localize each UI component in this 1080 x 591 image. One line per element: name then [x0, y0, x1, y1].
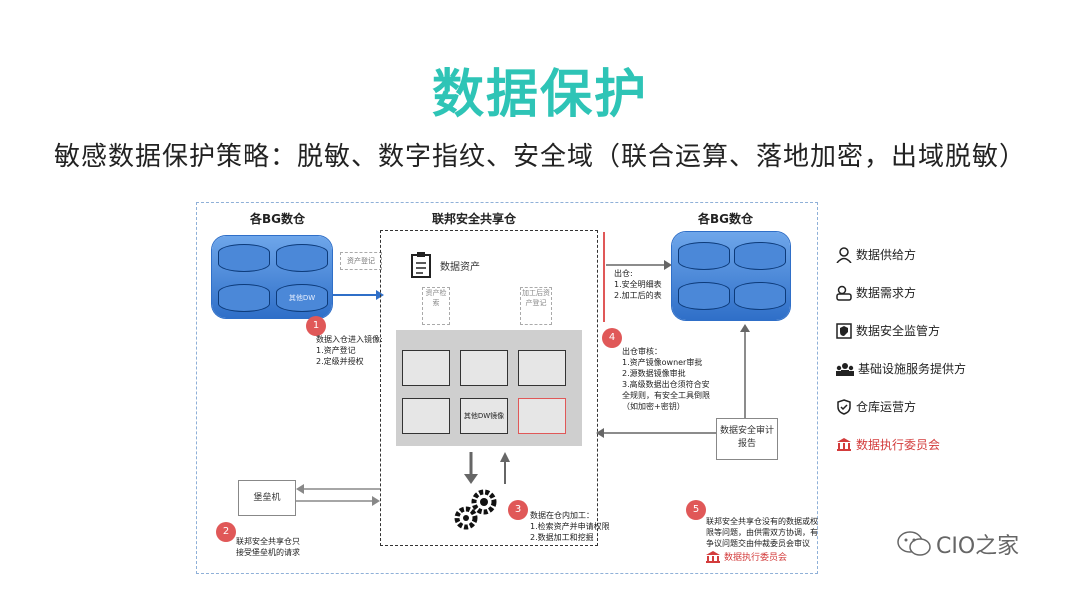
step5-note: 联邦安全共享仓没有的数据或权限等问题，由供需双方协调，有争议问题交由仲裁委员会审…: [706, 517, 818, 548]
mirror-box: [402, 398, 450, 434]
right-section-title: 各BG数仓: [698, 212, 753, 226]
step-circle: 5: [686, 500, 706, 520]
step-circle: 2: [216, 522, 236, 542]
asset-register-arrow: 资产登记: [340, 252, 382, 270]
database-icon: [678, 242, 730, 270]
center-section-title: 联邦安全共享仓: [432, 212, 517, 226]
asset-label: 数据资产: [440, 262, 480, 273]
bidirectional-arrow-icon: [296, 484, 380, 506]
arrow-left-icon: [596, 428, 716, 438]
wechat-icon: [897, 531, 931, 556]
arrow-right-icon: [332, 290, 384, 300]
legend-item: 数据供给方: [836, 246, 916, 263]
arrow-up-icon: [740, 324, 750, 418]
step-circle: 4: [602, 328, 622, 348]
database-icon: [678, 282, 730, 310]
database-icon: [734, 242, 786, 270]
left-bg-warehouse: 其他DW: [212, 236, 332, 318]
asset-search-arrow: 资产检索: [422, 287, 450, 325]
legend-item: 数据安全监管方: [836, 322, 940, 339]
committee-small-label: 数据执行委员会: [706, 550, 787, 563]
person-icon: [836, 246, 852, 263]
mirror-area: 其他DW镜像: [396, 330, 582, 446]
page-subtitle: 敏感数据保护策略：脱敏、数字指纹、安全域（联合运算、落地加密，出域脱敏）: [53, 142, 1026, 172]
diagram-frame: [196, 202, 818, 574]
federated-warehouse: [380, 230, 598, 546]
legend-item: 数据需求方: [836, 284, 916, 301]
step-circle: 3: [508, 500, 528, 520]
mirror-box: [518, 350, 566, 386]
gears-icon: [454, 489, 497, 530]
left-section-title: 各BG数仓: [250, 212, 305, 226]
legend-item: 仓库运营方: [836, 398, 916, 415]
page-title: 数据保护: [431, 65, 648, 125]
group-icon: [836, 362, 854, 376]
bastion-host-box: 堡垒机: [238, 480, 296, 516]
shield-check-icon: [837, 398, 851, 415]
boundary-line: [603, 232, 605, 322]
audit-report-box: 数据安全审计报告: [716, 418, 778, 460]
legend-item: 基础设施服务提供方: [836, 360, 966, 377]
watermark: CIO之家: [896, 528, 1019, 560]
mirror-box: [402, 350, 450, 386]
institution-icon: [706, 550, 720, 563]
database-icon: [218, 244, 270, 272]
mirror-box: [460, 350, 508, 386]
database-icon: [276, 244, 328, 272]
mirror-box-red: [518, 398, 566, 434]
clipboard-icon: [411, 252, 431, 278]
process-register-arrow: 加工后资产登记: [520, 287, 552, 325]
arrow-up-icon: [500, 452, 510, 484]
database-icon: [734, 282, 786, 310]
step2-note: 联邦安全共享仓只接受堡垒机的请求: [236, 537, 300, 557]
database-icon: [218, 284, 270, 312]
mirror-box: 其他DW镜像: [460, 398, 508, 434]
database-icon: 其他DW: [276, 284, 328, 312]
arrow-down-icon: [464, 452, 478, 484]
legend-item: 数据执行委员会: [836, 436, 940, 453]
shield-badge-icon: [836, 322, 852, 339]
institution-icon: [837, 437, 851, 451]
step-circle: 1: [306, 316, 326, 336]
arrow-right-icon: [606, 260, 672, 270]
right-bg-warehouse: [672, 232, 790, 320]
people-icon: [836, 285, 852, 301]
